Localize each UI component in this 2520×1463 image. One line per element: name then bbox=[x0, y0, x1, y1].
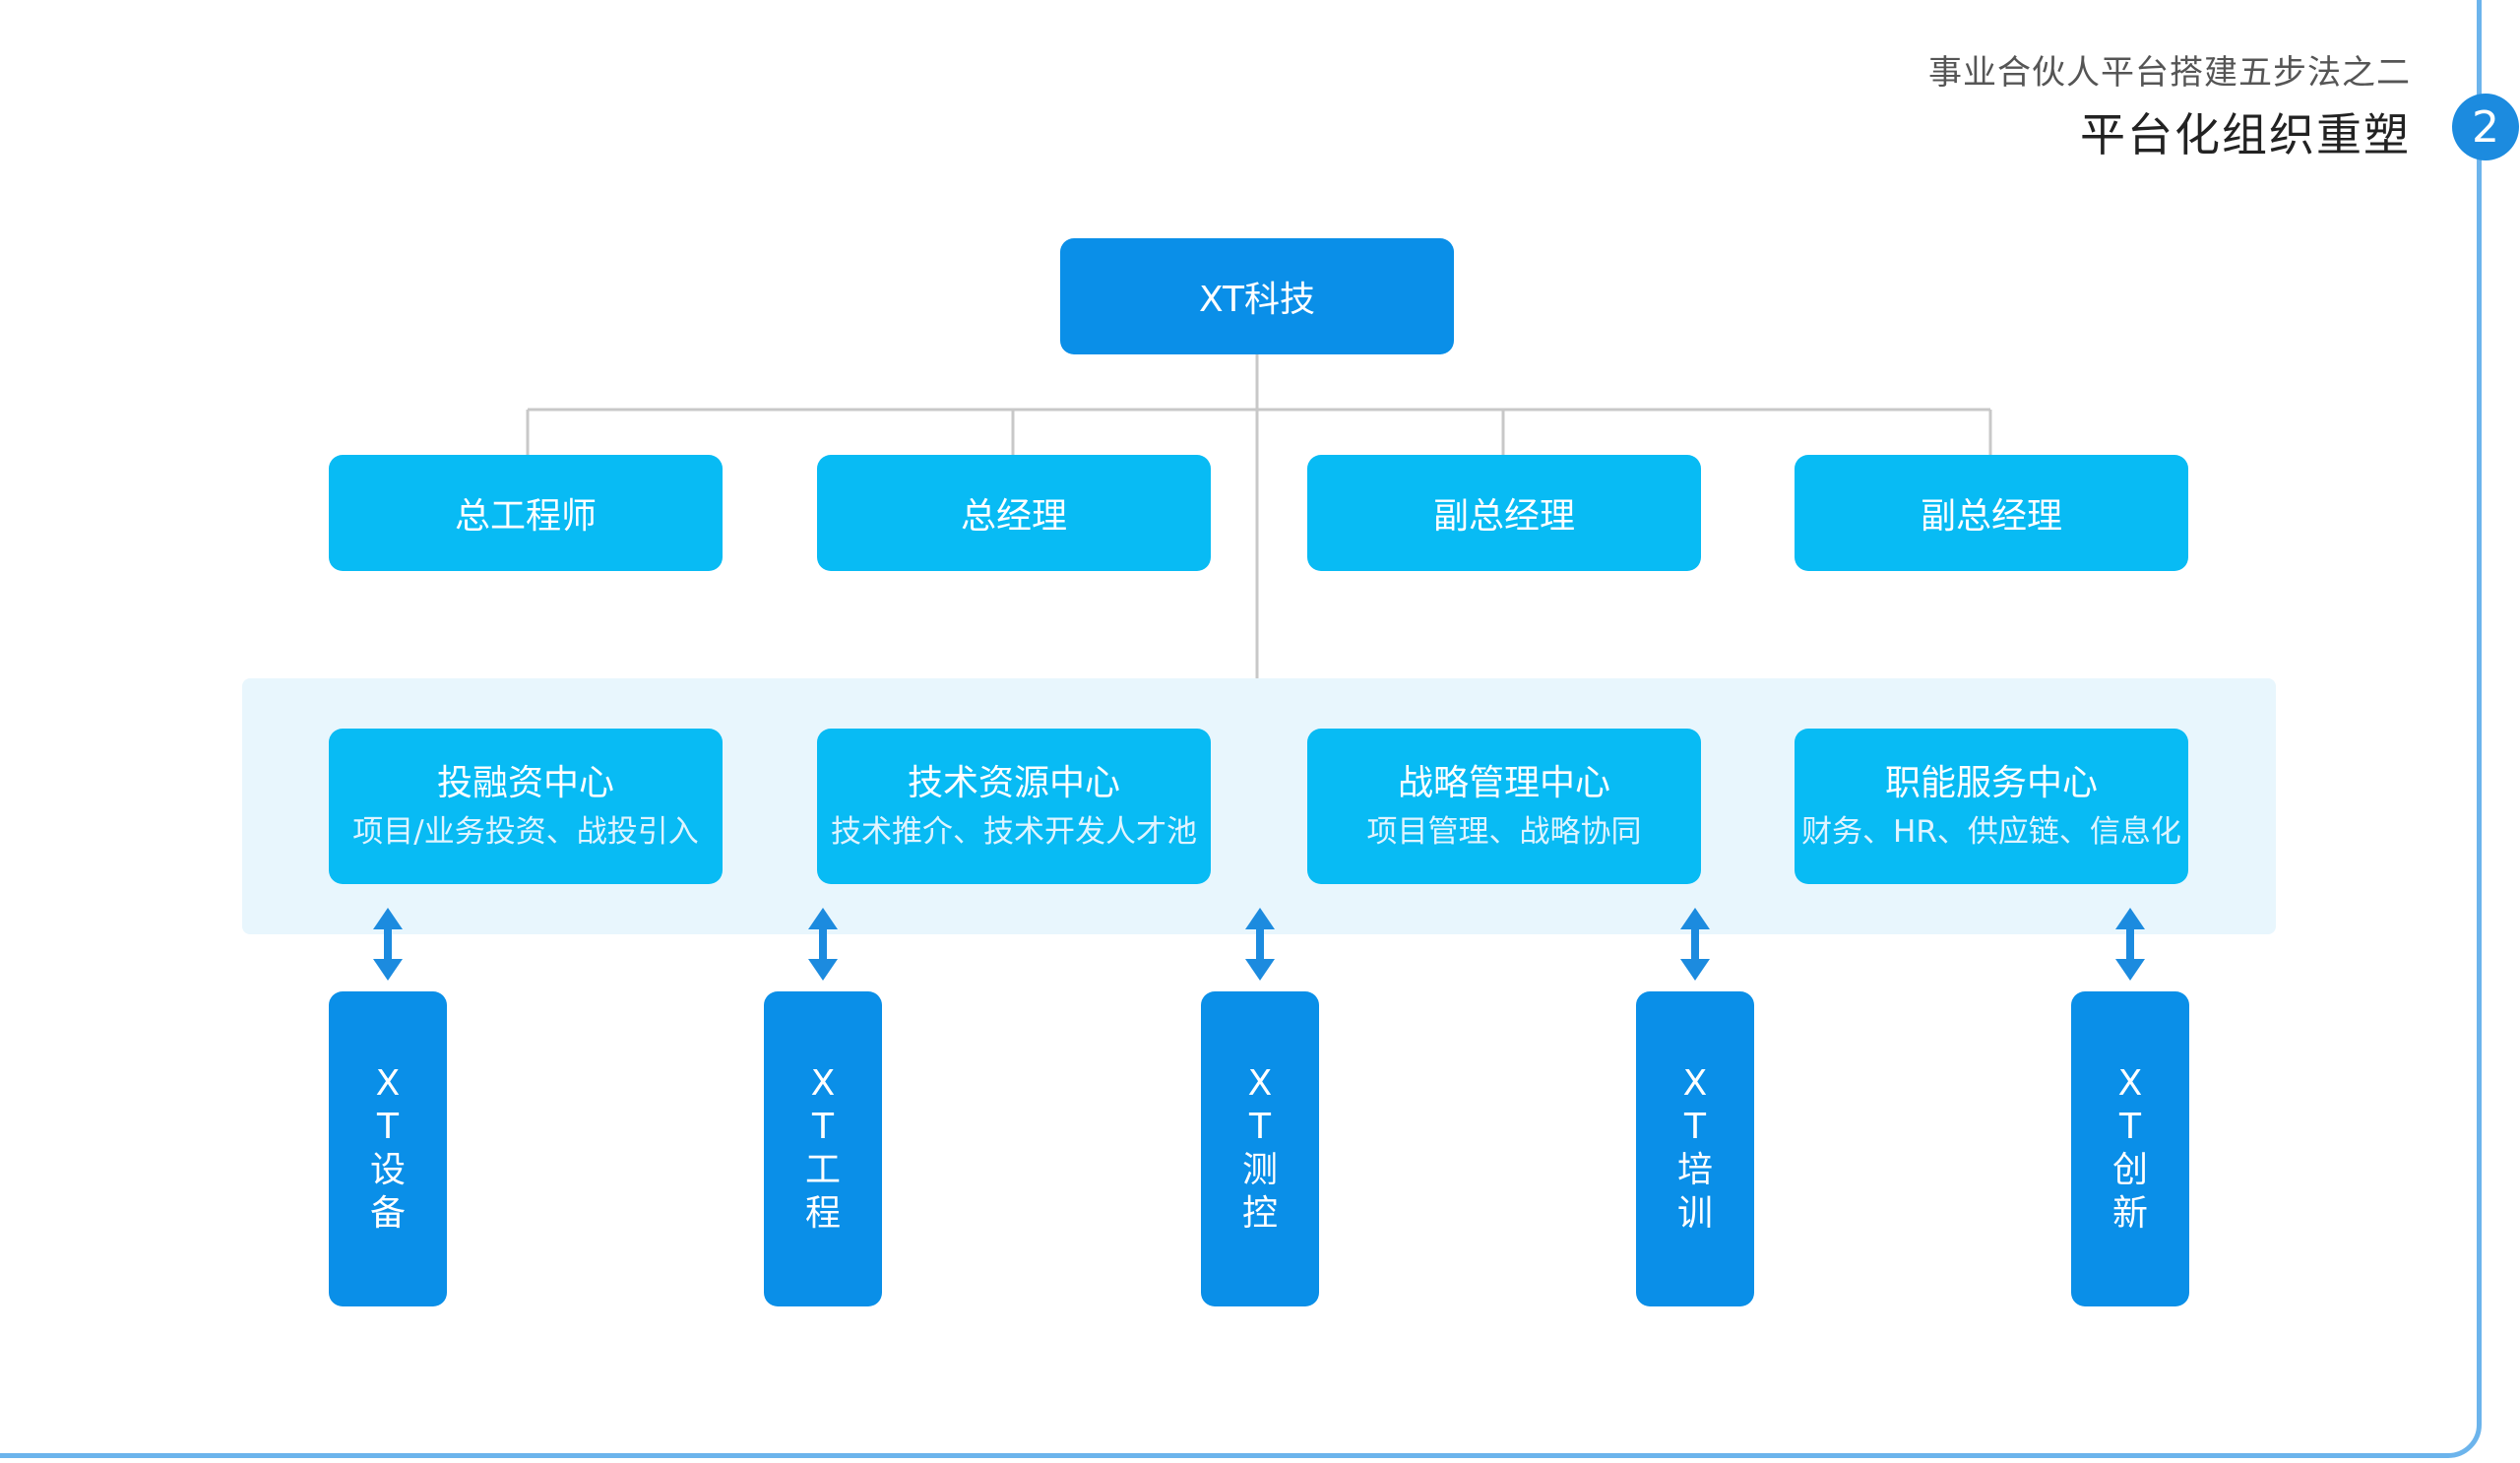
sub-char: T bbox=[377, 1107, 399, 1148]
sub-char: X bbox=[375, 1063, 401, 1105]
sub-char: X bbox=[2117, 1063, 2143, 1105]
subsidiary-node-measurement: X T 测 控 bbox=[1201, 991, 1319, 1306]
exec-node-chief-engineer: 总工程师 bbox=[329, 455, 723, 571]
sub-char: 程 bbox=[804, 1192, 841, 1234]
subsidiary-node-innovation: X T 创 新 bbox=[2071, 991, 2189, 1306]
sub-char: 培 bbox=[1676, 1150, 1713, 1190]
step-badge: 2 bbox=[2452, 94, 2519, 160]
center-name: 职能服务中心 bbox=[1884, 763, 2098, 804]
center-desc: 财务、HR、供应链、信息化 bbox=[1801, 813, 2181, 850]
header-title: 平台化组织重塑 bbox=[2080, 108, 2411, 161]
sub-char: 备 bbox=[369, 1192, 406, 1234]
subsidiary-node-training: X T 培 训 bbox=[1636, 991, 1754, 1306]
sub-char: T bbox=[1249, 1107, 1271, 1148]
double-arrow-icon-1 bbox=[373, 908, 403, 981]
sub-char: 测 bbox=[1241, 1150, 1278, 1190]
double-arrow-icon-4 bbox=[1680, 908, 1710, 981]
sub-char: T bbox=[812, 1107, 834, 1148]
center-node-services: 职能服务中心 财务、HR、供应链、信息化 bbox=[1795, 729, 2188, 884]
sub-char: T bbox=[1684, 1107, 1706, 1148]
subsidiary-node-equipment: X T 设 备 bbox=[329, 991, 447, 1306]
center-name: 技术资源中心 bbox=[907, 763, 1120, 804]
sub-char: 训 bbox=[1676, 1192, 1713, 1234]
root-node: XT科技 bbox=[1060, 238, 1454, 354]
center-desc: 项目管理、战略协同 bbox=[1366, 813, 1642, 850]
exec-node-deputy-gm-2: 副总经理 bbox=[1795, 455, 2188, 571]
center-name: 战略管理中心 bbox=[1397, 763, 1610, 804]
double-arrow-icon-2 bbox=[808, 908, 838, 981]
double-arrow-icon-5 bbox=[2115, 908, 2145, 981]
sub-char: 工 bbox=[804, 1150, 841, 1190]
center-desc: 项目/业务投资、战投引入 bbox=[352, 813, 699, 850]
double-arrow-icon-3 bbox=[1245, 908, 1275, 981]
center-node-investment: 投融资中心 项目/业务投资、战投引入 bbox=[329, 729, 723, 884]
center-name: 投融资中心 bbox=[436, 763, 614, 804]
sub-char: 设 bbox=[369, 1150, 406, 1190]
sub-char: X bbox=[810, 1063, 836, 1105]
sub-char: 创 bbox=[2111, 1150, 2148, 1190]
sub-char: T bbox=[2119, 1107, 2141, 1148]
exec-node-deputy-gm-1: 副总经理 bbox=[1307, 455, 1701, 571]
subsidiary-node-engineering: X T 工 程 bbox=[764, 991, 882, 1306]
sub-char: 控 bbox=[1241, 1192, 1278, 1234]
sub-char: 新 bbox=[2111, 1192, 2148, 1234]
sub-char: X bbox=[1247, 1063, 1273, 1105]
center-node-tech-resources: 技术资源中心 技术推介、技术开发人才池 bbox=[817, 729, 1211, 884]
exec-node-general-manager: 总经理 bbox=[817, 455, 1211, 571]
center-desc: 技术推介、技术开发人才池 bbox=[831, 813, 1197, 850]
sub-char: X bbox=[1682, 1063, 1708, 1105]
header-subtitle: 事业合伙人平台搭建五步法之二 bbox=[1928, 53, 2411, 93]
center-node-strategy: 战略管理中心 项目管理、战略协同 bbox=[1307, 729, 1701, 884]
